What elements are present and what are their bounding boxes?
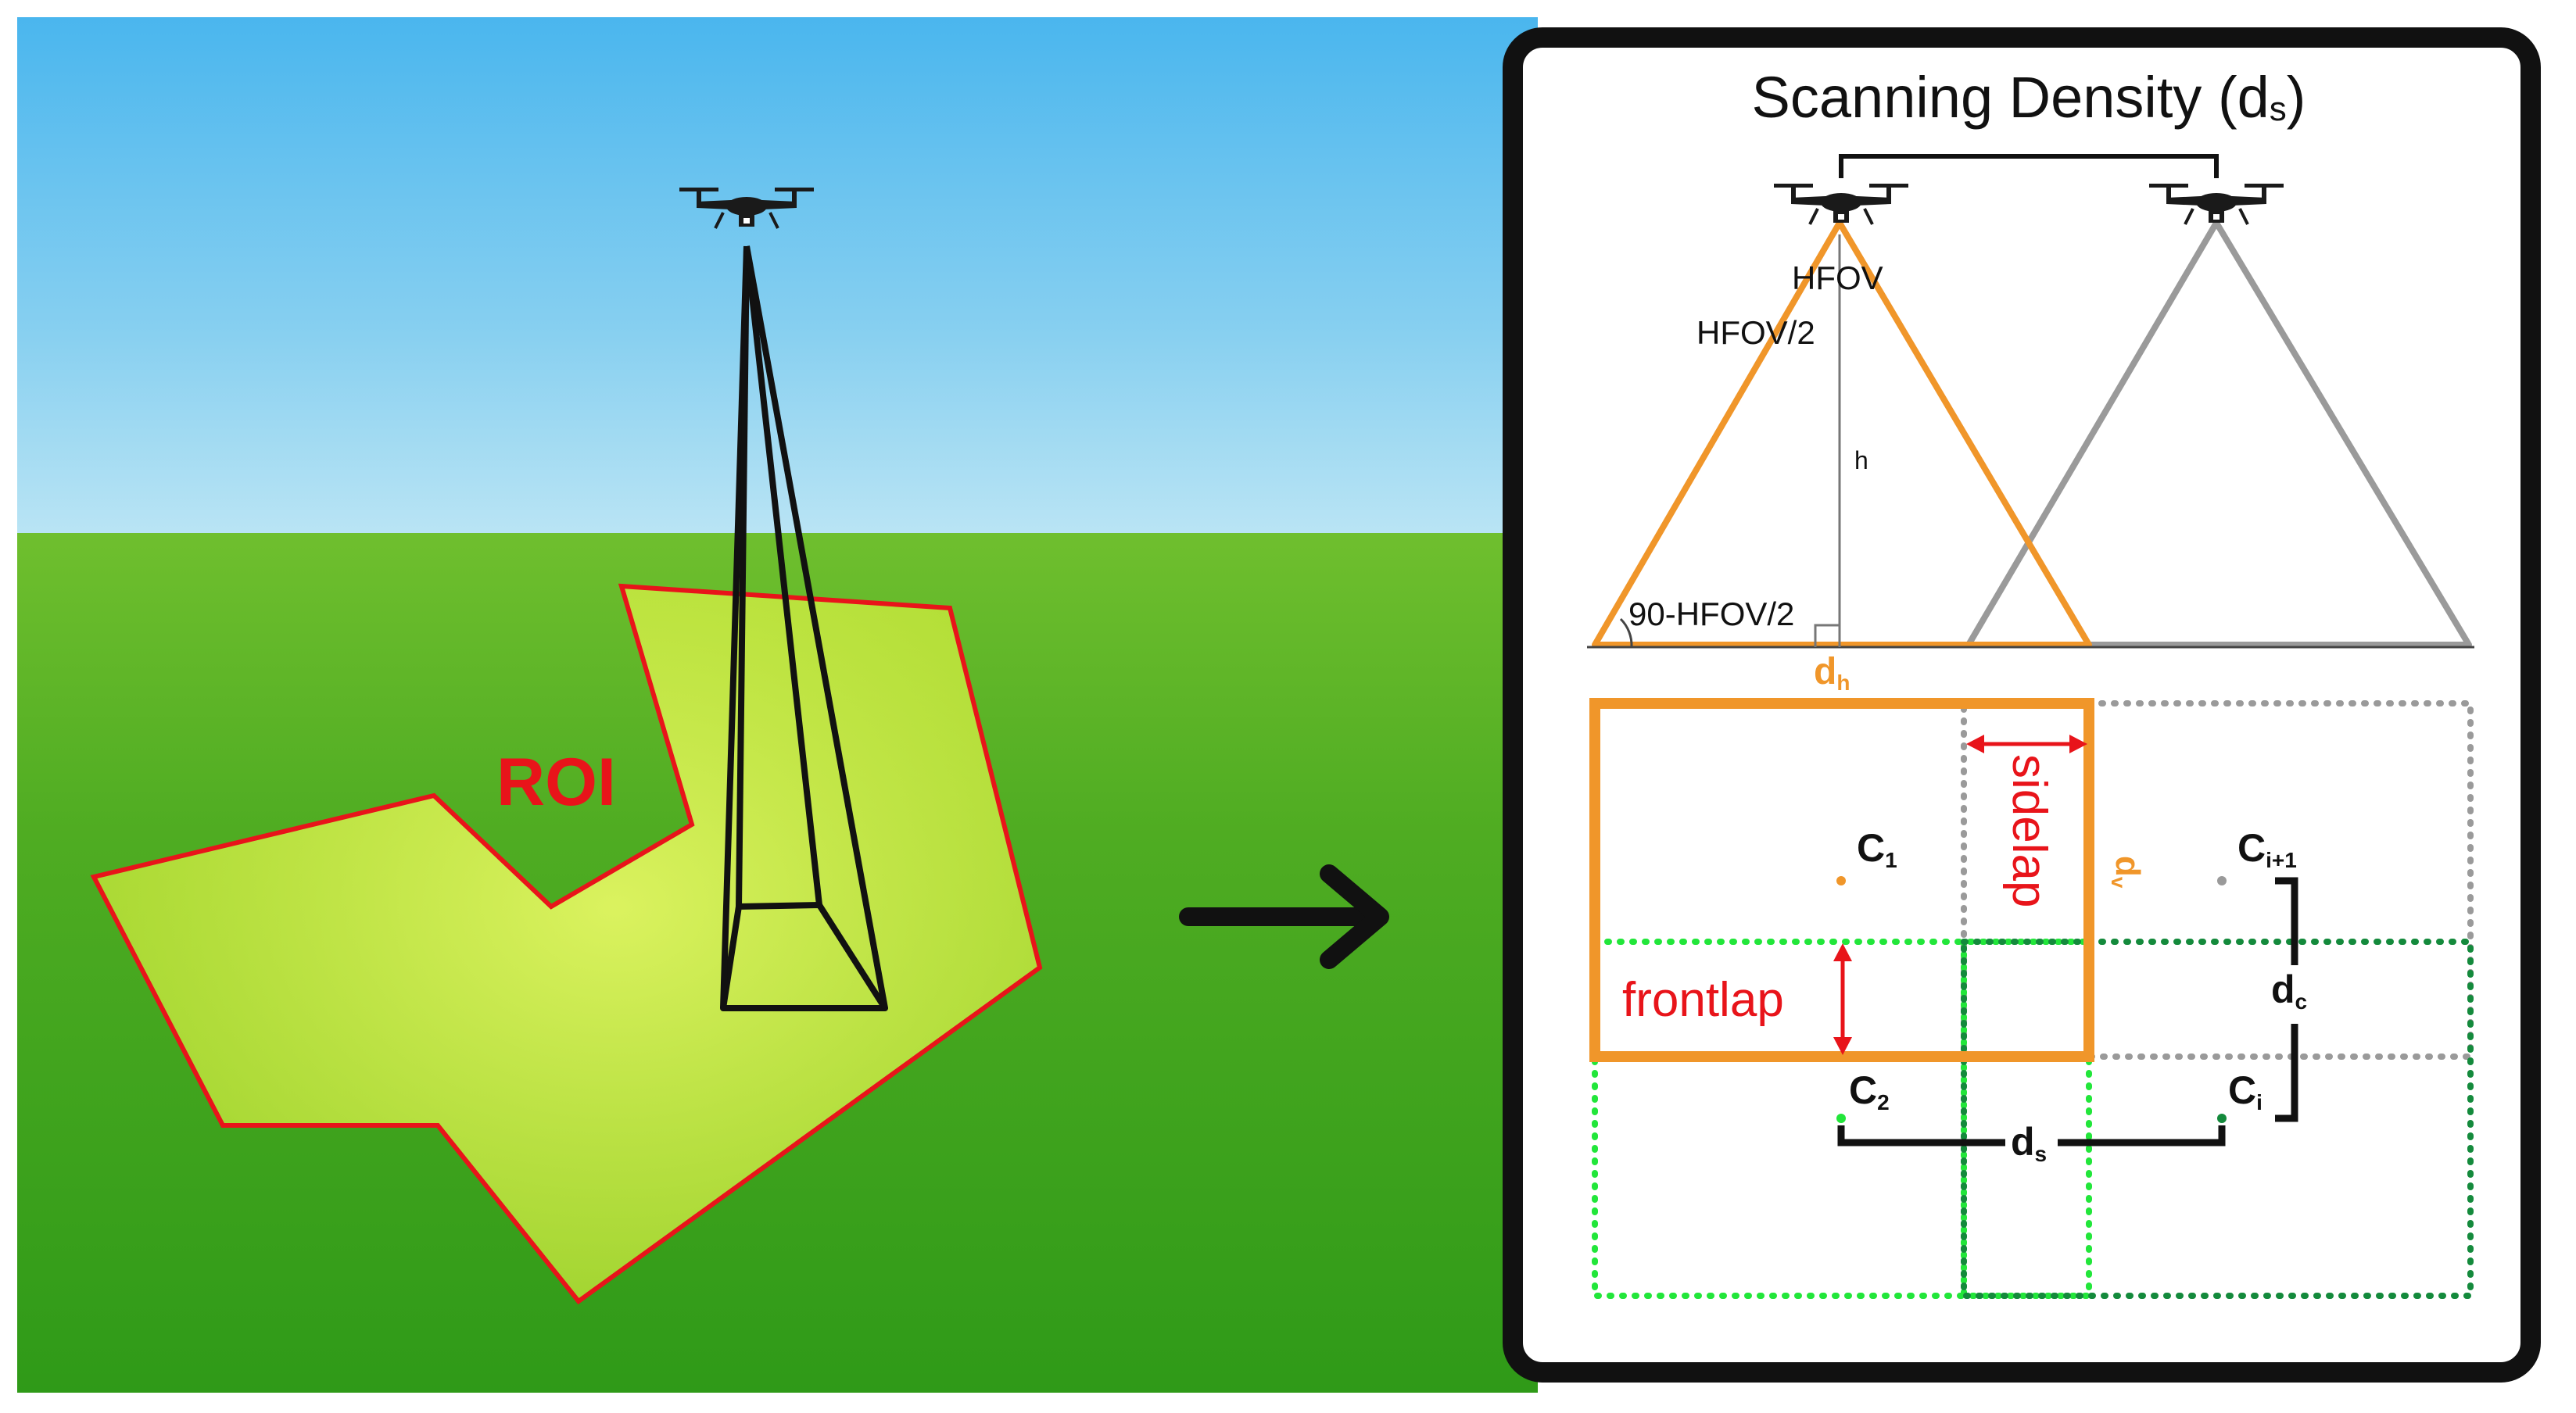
hfov-label: HFOV bbox=[1792, 259, 1883, 296]
gray-fov-triangle bbox=[1965, 220, 2472, 648]
scanning-density-panel: Scanning Density (ds) HFOV HFOV/2 h 90-H… bbox=[1503, 27, 2541, 1383]
roi-label: ROI bbox=[496, 745, 616, 820]
gray-footprint bbox=[1961, 700, 2474, 1060]
orange-fov-triangle bbox=[1592, 220, 2092, 648]
angle-label: 90-HFOV/2 bbox=[1628, 596, 1794, 632]
frontlap-arrow bbox=[1833, 943, 1852, 1055]
sky bbox=[17, 17, 1538, 533]
frontlap-label: frontlap bbox=[1622, 973, 1784, 1027]
right-angle-mark bbox=[1814, 624, 1840, 647]
ds-bracket bbox=[1837, 1125, 2226, 1146]
field-scene: ROI bbox=[17, 17, 1538, 1393]
camera-frustum bbox=[720, 245, 888, 1011]
side-view: HFOV HFOV/2 h 90-HFOV/2 dh bbox=[1587, 154, 2474, 695]
dv-label: dv bbox=[2107, 856, 2147, 889]
c2-label: C2 bbox=[1849, 1068, 1890, 1114]
orange-footprint bbox=[1589, 698, 2094, 1062]
ci-label: Ci bbox=[2228, 1068, 2263, 1114]
center-point-ci bbox=[2217, 1114, 2227, 1123]
top-view: sidelap frontlap C1 Ci+1 C2 Ci dv bbox=[1589, 698, 2474, 1299]
drone-spacing-bracket bbox=[1839, 154, 2219, 178]
dark-green-footprint bbox=[1961, 939, 2474, 1299]
dc-label: dc bbox=[2271, 968, 2307, 1014]
angle-arc bbox=[1619, 617, 1633, 648]
sidelap-label: sidelap bbox=[2002, 754, 2056, 907]
dc-bracket bbox=[2275, 877, 2298, 1122]
center-point-c2 bbox=[1836, 1114, 1846, 1123]
center-point-c1 bbox=[1836, 876, 1846, 885]
arrow-right-icon bbox=[1179, 864, 1389, 969]
c1-label: C1 bbox=[1857, 826, 1897, 872]
sidelap-arrow bbox=[1966, 735, 2087, 753]
light-green-footprints bbox=[1592, 939, 2092, 1299]
dh-label: dh bbox=[1814, 651, 1850, 695]
center-point-ci1 bbox=[2217, 876, 2227, 885]
ci1-label: Ci+1 bbox=[2237, 826, 2297, 872]
ds-label: ds bbox=[2011, 1120, 2047, 1166]
panel-title: Scanning Density (ds) bbox=[1752, 65, 2306, 130]
half-hfov-label: HFOV/2 bbox=[1696, 314, 1815, 351]
height-label: h bbox=[1854, 446, 1868, 474]
